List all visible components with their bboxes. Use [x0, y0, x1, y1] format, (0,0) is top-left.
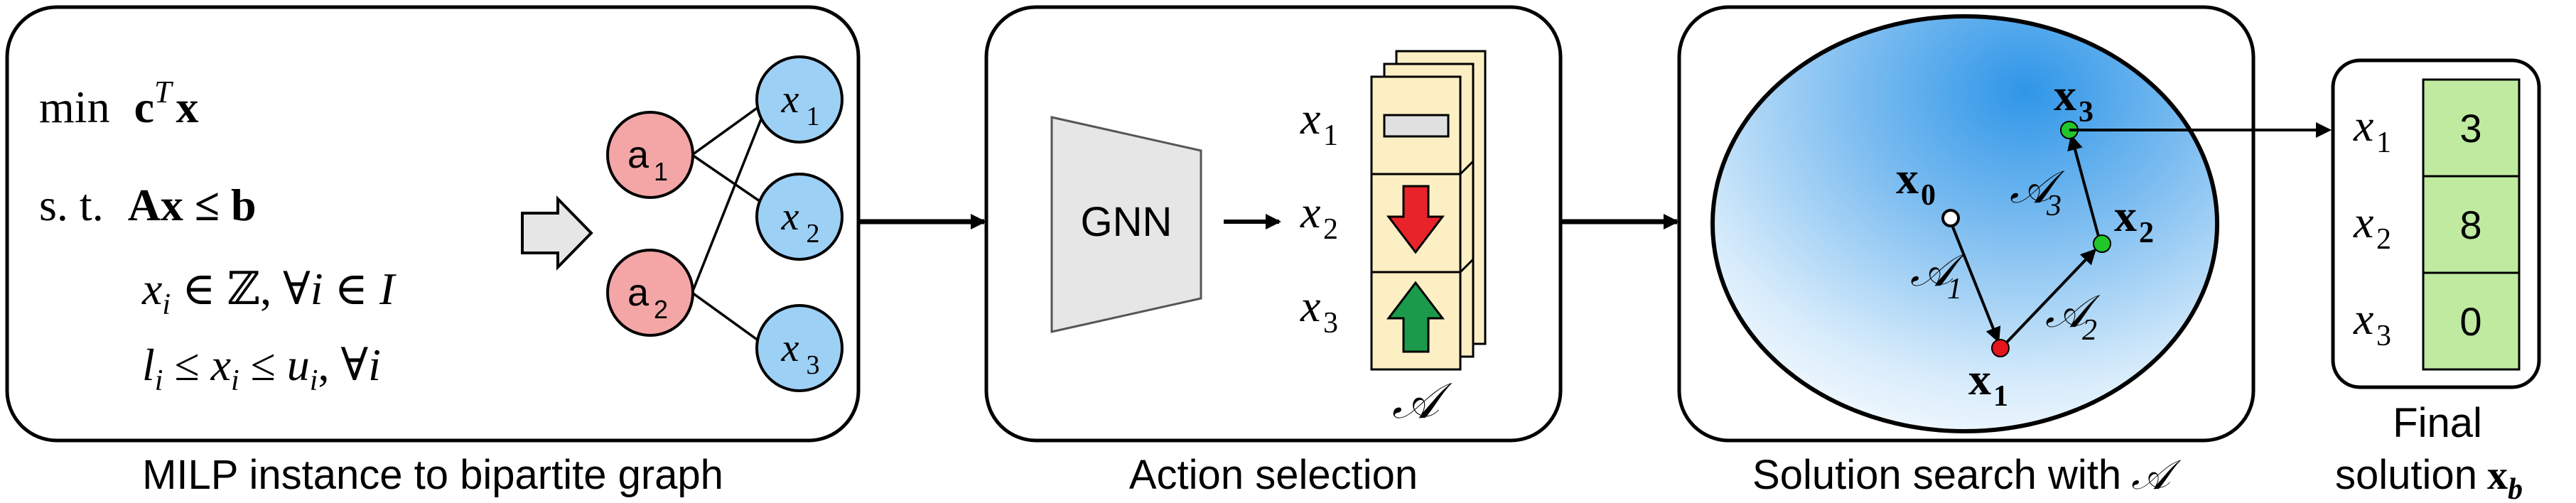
objective-prefix: min: [39, 82, 110, 132]
svg-text:x: x: [1300, 93, 1320, 144]
svg-text:2: 2: [2082, 314, 2097, 347]
final-caption-line1: Final: [2393, 400, 2482, 446]
svg-text:3: 3: [2046, 190, 2062, 222]
point-x1: [1991, 339, 2010, 357]
solution-value-x2: 8: [2459, 202, 2481, 247]
variable-node-x2: x 2: [755, 173, 844, 261]
svg-text:1: 1: [1323, 119, 1338, 152]
svg-text:x: x: [2353, 100, 2373, 151]
gnn-label: GNN: [1081, 199, 1173, 245]
svg-text:2: 2: [2376, 223, 2391, 256]
point-x0: [1941, 209, 1960, 227]
action-caption: Action selection: [1129, 452, 1418, 498]
step-arrow-2: [2001, 248, 2097, 348]
step-arrow-3: [2067, 134, 2101, 242]
svg-text:1: 1: [654, 157, 668, 186]
objective-sup: T: [154, 75, 174, 109]
point-x2: [2093, 234, 2111, 253]
decrease-arrow-icon: [1386, 185, 1445, 254]
svg-text:1: 1: [807, 102, 820, 131]
constraint-node-a2: a 2: [606, 249, 694, 337]
neutral-action-icon: [1383, 114, 1450, 138]
svg-text:3: 3: [2079, 96, 2093, 129]
milp-panel: min cTx s. t. Ax ≤ b xi ∈ ℤ, ∀i ∈ I li ≤…: [5, 5, 861, 443]
svg-text:x: x: [781, 77, 799, 121]
solution-value-x3: 0: [2459, 299, 2481, 344]
constraint-main-line: s. t. Ax ≤ b: [39, 180, 257, 230]
solution-cell-x3: [2422, 271, 2521, 371]
svg-text:2: 2: [807, 219, 820, 249]
svg-text:1: 1: [1947, 273, 1962, 305]
svg-text:x: x: [781, 195, 799, 239]
increase-arrow-icon: [1386, 281, 1445, 353]
solution-cell-x1: [2422, 78, 2521, 178]
solution-value-x1: 3: [2459, 106, 2481, 151]
svg-text:a: a: [627, 271, 650, 314]
constraint-integer: xi ∈ ℤ, ∀i ∈ I: [141, 264, 397, 321]
bipartite-edges: [691, 98, 770, 350]
variable-node-x3: x 3: [755, 304, 844, 392]
svg-text:x: x: [1896, 153, 1919, 203]
objective-c: c: [134, 82, 154, 132]
constraint-node-a1: a 1: [606, 111, 694, 199]
svg-text:2: 2: [2139, 217, 2154, 249]
svg-text:3: 3: [1323, 307, 1338, 340]
constraint-expr: Ax ≤ b: [128, 180, 257, 230]
solution-cell-x2: [2422, 175, 2521, 274]
variable-node-x1: x 1: [755, 55, 844, 144]
milp-caption: MILP instance to bipartite graph: [142, 452, 723, 498]
search-region: [1710, 14, 2219, 433]
svg-text:x: x: [1300, 187, 1320, 237]
svg-text:x: x: [2114, 190, 2137, 241]
svg-text:x: x: [781, 326, 799, 370]
objective-line: min cTx: [39, 75, 198, 132]
svg-text:3: 3: [2376, 320, 2391, 352]
svg-text:0: 0: [1921, 179, 1936, 212]
svg-text:x: x: [1968, 354, 1991, 404]
svg-text:2: 2: [654, 295, 668, 324]
objective-x: x: [176, 82, 198, 132]
svg-text:2: 2: [1323, 213, 1338, 246]
gnn-block: [1050, 116, 1202, 333]
step-arrow-1: [1949, 221, 2001, 343]
constraint-prefix: s. t.: [39, 180, 104, 230]
transform-arrow: [521, 195, 593, 271]
svg-text:x: x: [1300, 281, 1320, 331]
svg-text:3: 3: [807, 350, 820, 380]
constraint-bounds: li ≤ xi ≤ ui, ∀i: [142, 340, 381, 397]
svg-text:a: a: [627, 134, 650, 176]
svg-text:x: x: [2353, 197, 2373, 247]
svg-text:1: 1: [2376, 126, 2391, 159]
svg-text:x: x: [2054, 70, 2076, 120]
svg-text:x: x: [2353, 293, 2373, 344]
svg-text:1: 1: [1993, 380, 2008, 413]
